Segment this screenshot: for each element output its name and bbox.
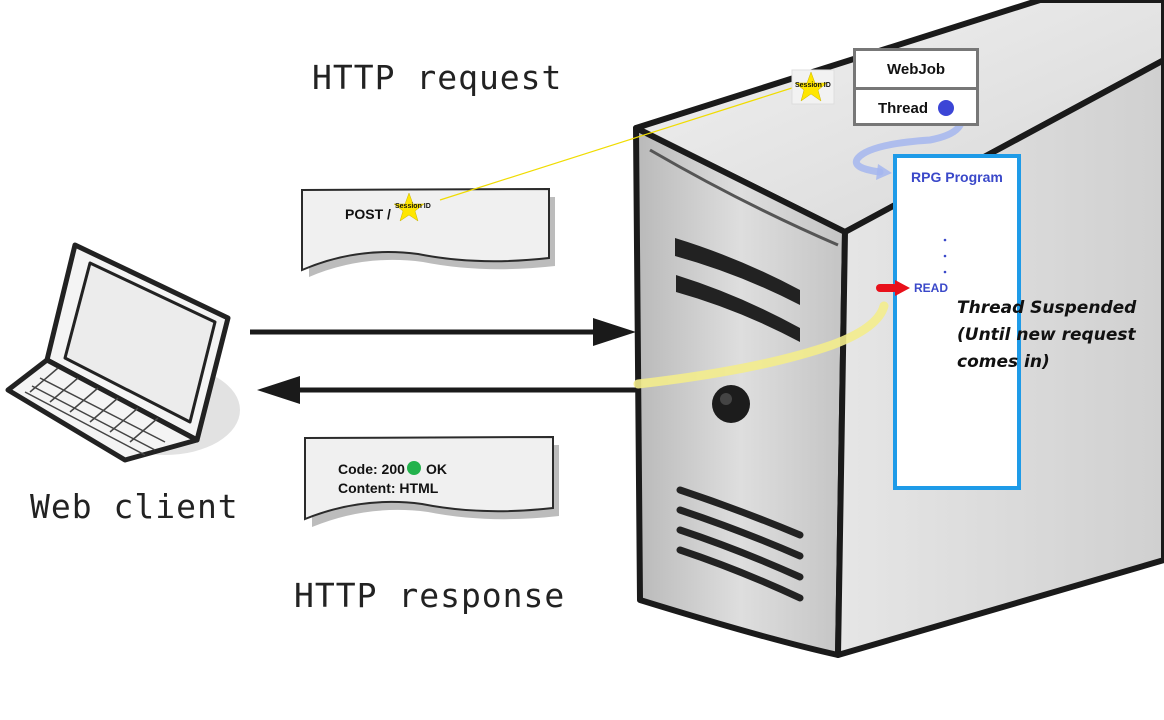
star-icon (794, 71, 828, 102)
read-label: READ (914, 281, 949, 295)
thread-label: Thread (877, 99, 928, 117)
response-ok-text: OK (426, 461, 447, 477)
webjob-box: WebJob Thread (853, 48, 979, 126)
rpg-program-box (893, 154, 1021, 490)
arrow-right-icon (250, 318, 636, 346)
webjob-label: WebJob (856, 51, 976, 90)
http-response-title: HTTP response (294, 576, 566, 615)
suspended-line: comes in) (957, 352, 1050, 372)
thread-suspended-note: Thread Suspended (Until new request come… (957, 295, 1136, 376)
session-link-line (439, 86, 796, 201)
response-document (304, 435, 559, 527)
thread-dot-icon (938, 100, 954, 116)
thread-row: Thread (856, 90, 976, 126)
request-session-label: Session ID (395, 203, 431, 210)
request-document (301, 187, 555, 277)
return-highlight (633, 301, 889, 389)
suspended-line: Thread Suspended (957, 298, 1137, 318)
server-session-tag: Session ID (795, 82, 831, 89)
http-request-title: HTTP request (312, 58, 563, 97)
rpg-program-title: RPG Program (911, 169, 1003, 185)
star-icon (393, 192, 425, 222)
web-client-label: Web client (30, 487, 239, 526)
laptop-icon (5, 242, 240, 463)
thread-curl-arrow (852, 104, 965, 176)
suspended-line: (Until new request (957, 325, 1136, 345)
response-content-text: Content: HTML (338, 480, 439, 496)
arrow-left-icon (257, 376, 636, 404)
status-ok-dot (407, 461, 421, 475)
request-method-text: POST / (345, 206, 391, 222)
response-code-text: Code: 200 (338, 461, 405, 477)
